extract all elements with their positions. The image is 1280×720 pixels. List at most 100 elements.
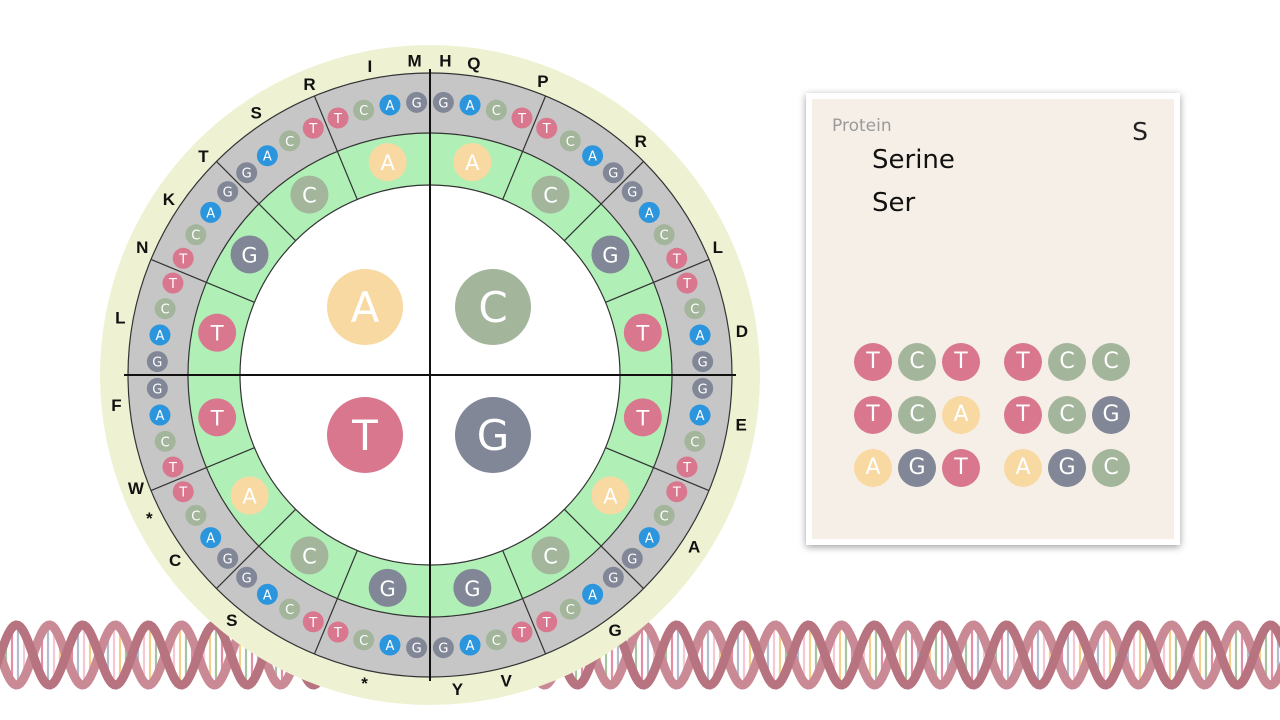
second-base-circle [198, 398, 237, 437]
sector-divider [150, 258, 255, 303]
second-base-circle [591, 235, 630, 274]
third-base-circle [511, 107, 533, 129]
third-base-circle [279, 130, 301, 152]
codon-base: C [1092, 343, 1130, 381]
third-base-label: G [698, 356, 708, 371]
codon-base: C [1048, 343, 1086, 381]
third-base-label: C [359, 634, 368, 649]
third-base-circle [684, 298, 706, 320]
third-base-label: T [333, 626, 342, 641]
third-base-circle [459, 634, 481, 656]
first-base-circle [327, 397, 403, 473]
third-base-circle [511, 621, 533, 643]
second-base-label: A [380, 151, 395, 175]
third-base-circle [432, 637, 454, 659]
third-base-circle [676, 272, 698, 294]
third-base-circle [154, 430, 176, 452]
third-base-circle [692, 377, 714, 399]
third-base-circle [459, 94, 481, 116]
first-base-label: T [351, 411, 378, 460]
third-base-label: C [285, 603, 294, 618]
sector-divider [313, 550, 358, 655]
codon-base: C [898, 396, 936, 434]
third-base-circle [172, 247, 194, 269]
second-base-label: C [543, 184, 558, 208]
third-base-label: C [660, 229, 669, 244]
third-base-label: G [627, 186, 637, 201]
third-base-label: T [542, 122, 551, 137]
third-base-circle [638, 201, 660, 223]
third-base-circle [536, 117, 558, 139]
third-base-label: A [696, 409, 705, 424]
third-base-label: A [588, 150, 597, 165]
dna-helix-decoration [0, 620, 1280, 690]
third-base-label: G [242, 571, 252, 586]
amino-acid-label: Y [452, 680, 464, 699]
amino-acid-label: Q [467, 54, 480, 73]
sector-divider [150, 447, 255, 492]
second-base-circle [290, 175, 329, 214]
third-base-circle [162, 272, 184, 294]
codon-base: T [1004, 343, 1042, 381]
third-base-circle [621, 547, 643, 569]
third-base-label: G [412, 642, 422, 657]
third-base-label: A [466, 99, 475, 114]
first-base-circle [327, 269, 403, 345]
amino-acid-label: D [736, 322, 748, 341]
third-base-label: C [191, 509, 200, 524]
second-base-label: G [464, 577, 480, 601]
codon-base: G [1048, 449, 1086, 487]
second-base-circle [290, 536, 329, 575]
third-base-circle [666, 247, 688, 269]
third-base-label: C [566, 135, 575, 150]
third-base-label: G [627, 552, 637, 567]
second-base-circle [591, 476, 630, 515]
third-base-circle [485, 99, 507, 121]
third-base-circle [485, 629, 507, 651]
codon-base: T [854, 396, 892, 434]
codon-base: C [898, 343, 936, 381]
third-base-label: C [690, 303, 699, 318]
third-base-label: T [168, 277, 177, 292]
third-base-label: C [191, 229, 200, 244]
third-base-label: A [466, 639, 475, 654]
third-base-label: A [156, 329, 165, 344]
codon-base: A [942, 396, 980, 434]
sector-divider [502, 550, 547, 655]
third-base-circle [582, 145, 604, 167]
sector-divider [502, 95, 547, 200]
amino-acid-label: P [537, 72, 548, 91]
sector-divider [563, 508, 644, 589]
amino-acid-label: * [146, 509, 153, 528]
sector-divider [313, 95, 358, 200]
second-base-label: T [635, 406, 649, 430]
first-base-label: C [478, 283, 507, 332]
amino-acid-abbreviation: Ser [872, 188, 916, 218]
third-base-circle [689, 324, 711, 346]
third-base-circle [638, 527, 660, 549]
second-base-label: T [210, 322, 224, 346]
third-base-label: C [690, 435, 699, 450]
first-base-label: A [351, 283, 380, 332]
third-base-label: A [206, 532, 215, 547]
amino-acid-label: W [128, 479, 145, 498]
third-base-circle [302, 611, 324, 633]
third-base-label: G [152, 382, 162, 397]
third-base-circle [689, 404, 711, 426]
sector-divider [563, 161, 644, 242]
third-base-circle [185, 224, 207, 246]
third-base-label: A [588, 588, 597, 603]
third-base-circle [236, 566, 258, 588]
sector-divider [216, 508, 297, 589]
second-base-circle [230, 476, 269, 515]
amino-acid-label: R [635, 132, 647, 151]
third-base-circle [327, 621, 349, 643]
third-base-label: T [672, 252, 681, 267]
amino-acid-label: K [163, 190, 176, 209]
codon-base: T [942, 449, 980, 487]
third-base-circle [172, 481, 194, 503]
second-base-label: T [635, 322, 649, 346]
second-base-circle [531, 175, 570, 214]
third-base-circle [666, 481, 688, 503]
